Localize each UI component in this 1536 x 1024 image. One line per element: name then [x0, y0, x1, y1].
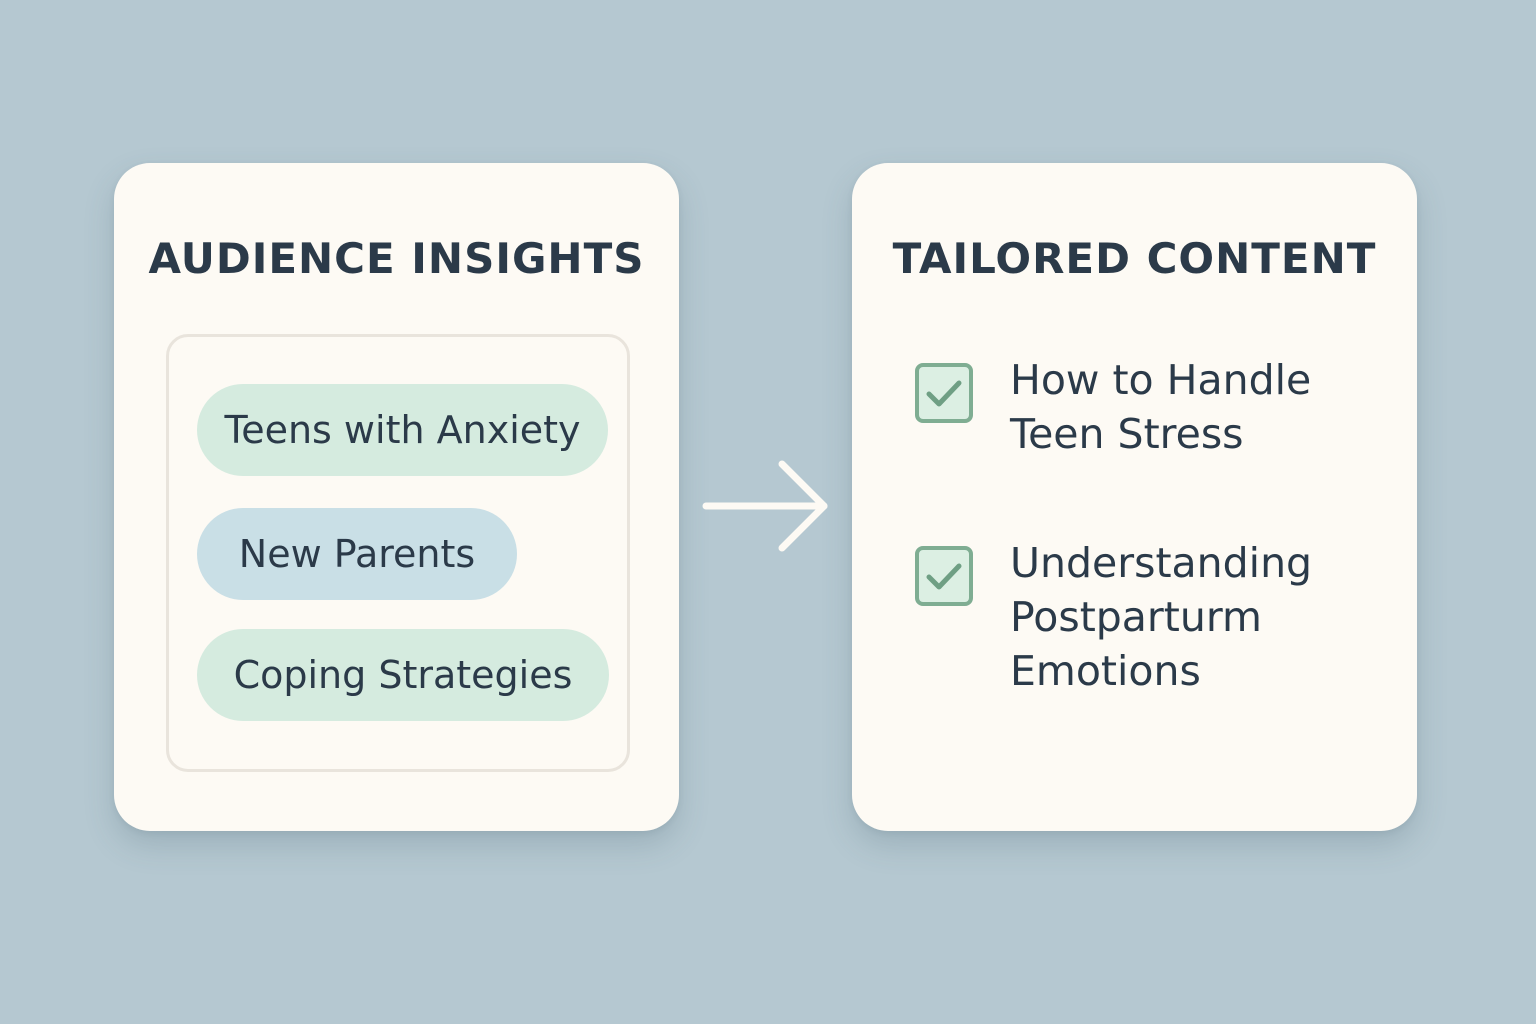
- content-item-label: Understanding Postparturm Emotions: [1010, 536, 1312, 698]
- content-item-teen-stress[interactable]: How to Handle Teen Stress: [914, 356, 1311, 461]
- content-item-line: Postparturm: [1010, 593, 1262, 641]
- content-item-line: Understanding: [1010, 539, 1313, 587]
- tailored-content-card: [852, 163, 1417, 831]
- content-item-line: How to Handle: [1010, 356, 1312, 404]
- content-item-line: Emotions: [1010, 647, 1201, 695]
- audience-insights-title: AUDIENCE INSIGHTS: [148, 234, 645, 283]
- audience-tags-panel: [166, 334, 630, 772]
- tailored-content-title: TAILORED CONTENT: [892, 234, 1377, 283]
- arrow-right-icon: [702, 460, 828, 552]
- content-item-postpartum-emotions[interactable]: Understanding Postparturm Emotions: [914, 539, 1312, 698]
- checkbox-checked-icon[interactable]: [914, 545, 974, 607]
- checkbox-checked-icon[interactable]: [914, 362, 974, 424]
- tag-teens-with-anxiety[interactable]: Teens with Anxiety: [197, 384, 608, 476]
- content-item-line: Teen Stress: [1010, 410, 1244, 458]
- tag-new-parents[interactable]: New Parents: [197, 508, 517, 600]
- content-item-label: How to Handle Teen Stress: [1010, 353, 1311, 461]
- tag-coping-strategies[interactable]: Coping Strategies: [197, 629, 609, 721]
